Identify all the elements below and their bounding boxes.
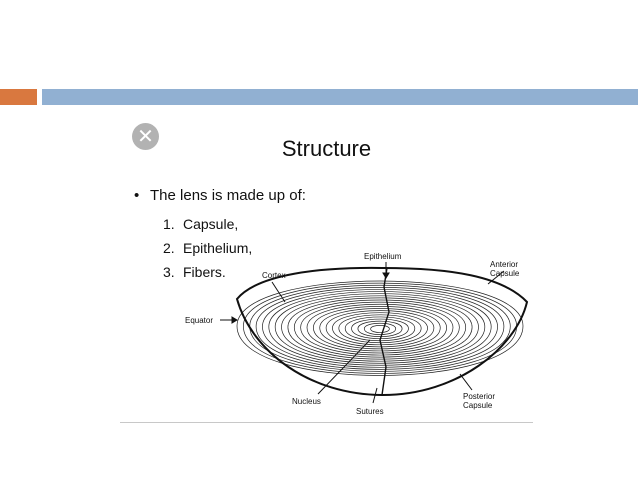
label-posterior-capsule-line2: Capsule: [463, 401, 493, 410]
accent-bar-orange: [0, 89, 37, 105]
slide-image: ✕ Structure • The lens is made up of: 1. C…: [120, 112, 533, 423]
fiber-layer: [357, 320, 403, 337]
fiber-layer: [325, 310, 435, 348]
fiber-layer: [243, 282, 517, 374]
label-cortex: Cortex: [262, 271, 286, 280]
fiber-layer: [300, 301, 460, 356]
fiber-layer: [274, 293, 486, 364]
fiber-layer: [268, 291, 492, 366]
epithelium-arrowhead: [382, 272, 390, 279]
fiber-layer: [332, 312, 428, 346]
list-item: 2. Epithelium,: [163, 236, 252, 260]
label-sutures: Sutures: [356, 407, 384, 416]
fiber-layer: [319, 308, 441, 350]
fiber-layer: [249, 284, 511, 372]
fiber-layer: [287, 297, 473, 360]
anterior-capsule-pointer: [487, 270, 505, 285]
list-number: 2.: [163, 240, 175, 256]
fiber-layer: [306, 304, 454, 354]
lens-diagram: Epithelium Anterior Capsule Cortex Equat…: [185, 252, 529, 416]
fiber-layer: [293, 299, 467, 358]
label-equator: Equator: [185, 316, 213, 325]
list-text: Fibers.: [183, 264, 226, 280]
accent-bar-blue: [42, 89, 638, 105]
fiber-layer: [281, 295, 479, 362]
label-posterior-capsule-line1: Posterior: [463, 392, 495, 401]
close-icon[interactable]: ✕: [132, 123, 159, 150]
lens-fiber-layers: [236, 280, 524, 376]
fiber-layer: [351, 318, 409, 340]
label-epithelium: Epithelium: [364, 252, 402, 261]
list-item: 1. Capsule,: [163, 212, 252, 236]
fiber-layer: [344, 316, 416, 341]
label-nucleus: Nucleus: [292, 397, 321, 406]
label-anterior-capsule-line2: Capsule: [490, 269, 520, 278]
bullet-text: The lens is made up of:: [150, 187, 306, 204]
equator-arrowhead: [231, 316, 238, 324]
fiber-layer: [338, 314, 422, 344]
list-item: 3. Fibers.: [163, 260, 252, 284]
cortex-pointer: [271, 281, 286, 303]
fiber-layer: [255, 287, 505, 370]
sutures-pointer: [372, 387, 378, 404]
list-number: 1.: [163, 216, 175, 232]
posterior-capsule-pointer: [459, 373, 473, 391]
slide-title: Structure: [281, 136, 372, 161]
list-number: 3.: [163, 264, 175, 280]
label-anterior-capsule-line1: Anterior: [490, 260, 518, 269]
fiber-layer: [236, 280, 524, 376]
list-text: Epithelium,: [183, 240, 253, 256]
numbered-list: 1. Capsule, 2. Epithelium, 3. Fibers.: [163, 212, 252, 284]
fiber-layer: [262, 289, 498, 368]
bullet-item: • The lens is made up of:: [134, 187, 306, 204]
fiber-layer: [313, 306, 447, 352]
lens-capsule-outline: [235, 266, 529, 397]
bullet-icon: •: [134, 187, 140, 204]
list-text: Capsule,: [183, 216, 239, 232]
fiber-layer: [370, 325, 390, 333]
suture-line: [379, 267, 390, 396]
fiber-layer: [363, 322, 397, 335]
nucleus-pointer: [317, 339, 371, 395]
